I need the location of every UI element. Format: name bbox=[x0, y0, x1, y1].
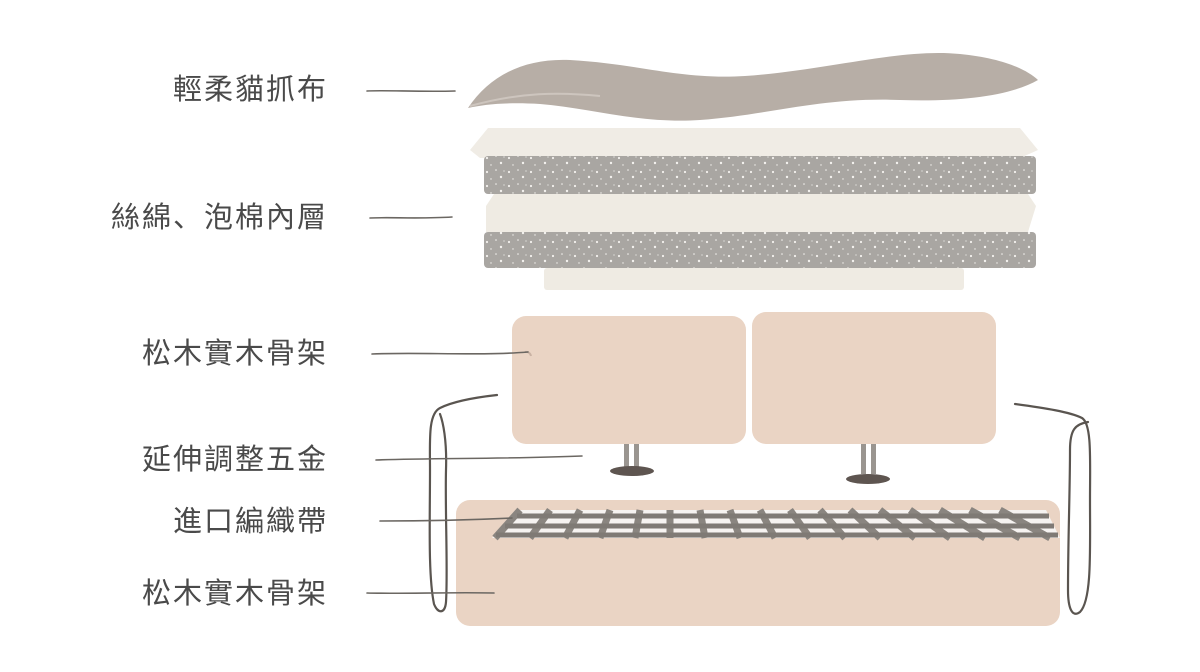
label-back-frame: 松木實木骨架 bbox=[141, 336, 328, 370]
label-fabric: 輕柔貓抓布 bbox=[172, 72, 328, 106]
label-base-frame: 松木實木骨架 bbox=[141, 576, 328, 610]
foam-light-middle bbox=[486, 194, 1036, 232]
leader-lines bbox=[366, 89, 583, 595]
leader-line-back-frame bbox=[371, 351, 529, 355]
backrest-frame bbox=[512, 312, 996, 444]
cushion-stack bbox=[470, 128, 1038, 290]
sofa-arms-outline bbox=[428, 393, 1092, 615]
leader-line-fabric bbox=[366, 89, 456, 93]
leader-line-hardware bbox=[375, 455, 583, 461]
label-hardware: 延伸調整五金 bbox=[141, 442, 328, 476]
backrest-left-panel bbox=[512, 316, 746, 444]
leader-line-webbing bbox=[379, 517, 513, 522]
fabric-layer bbox=[468, 52, 1038, 121]
adjustable-hardware bbox=[610, 444, 890, 484]
leader-line-cushion bbox=[369, 216, 453, 219]
backrest-right-panel bbox=[752, 312, 996, 444]
foam-bottom-light bbox=[544, 268, 964, 290]
label-cushion: 絲綿、泡棉內層 bbox=[110, 200, 328, 234]
woven-webbing bbox=[492, 506, 1060, 542]
foam-top-light bbox=[470, 128, 1038, 158]
leader-line-base-frame bbox=[366, 591, 495, 595]
label-webbing: 進口編織帶 bbox=[172, 504, 328, 538]
